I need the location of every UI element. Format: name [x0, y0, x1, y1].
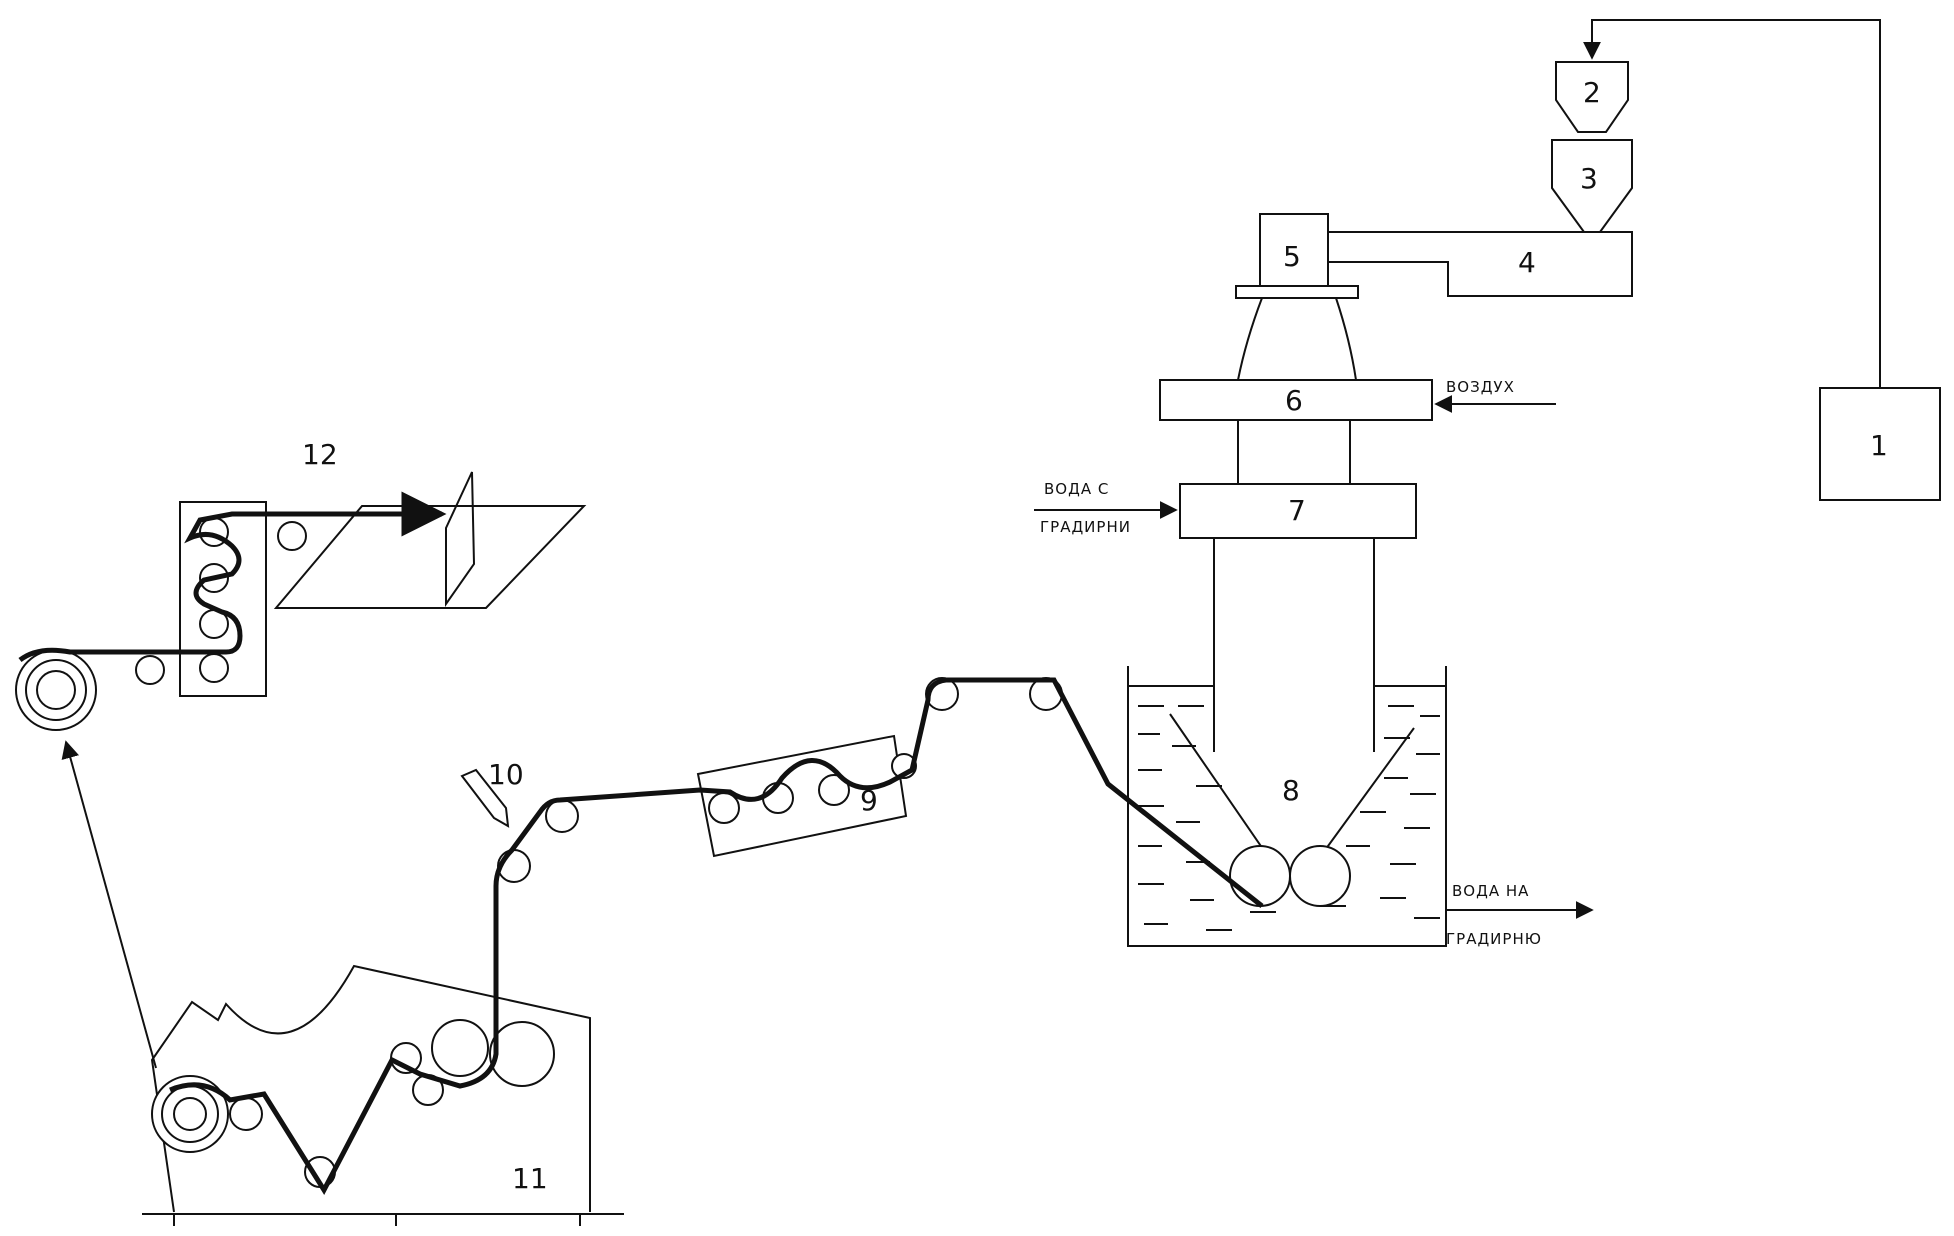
winder-big-roll-1	[431, 1019, 489, 1077]
feed-line-1-to-2	[1583, 19, 1881, 388]
hopper-2	[1555, 61, 1629, 133]
winder-11-roll-inner	[173, 1097, 207, 1131]
water-out-label-2: ГРАДИРНЮ	[1446, 930, 1542, 948]
transfer-arrow-11-to-final	[61, 740, 157, 1069]
unit-12-roll-6	[135, 655, 165, 685]
label-11: 11	[512, 1162, 548, 1195]
air-label: ВОЗДУХ	[1446, 378, 1515, 396]
extruder-4	[1327, 231, 1633, 297]
label-10: 10	[488, 758, 524, 791]
label-12: 12	[302, 438, 338, 471]
unit-12-roll-4	[199, 653, 229, 683]
bath-roll-left	[1229, 845, 1291, 907]
water-in-label-1: ВОДА С	[1044, 480, 1109, 498]
bath-roll-right	[1289, 845, 1351, 907]
label-1: 1	[1870, 429, 1888, 462]
bath-guide-v	[1169, 713, 1415, 869]
head-flange	[1235, 285, 1359, 299]
water-out-label-1: ВОДА НА	[1452, 882, 1529, 900]
label-8: 8	[1282, 774, 1300, 807]
unit-9-roll-3	[818, 774, 850, 806]
label-5: 5	[1283, 240, 1301, 273]
label-3: 3	[1580, 162, 1598, 195]
winder-small-roll-1	[229, 1097, 263, 1131]
winder-11-housing	[150, 964, 591, 1213]
label-6: 6	[1285, 384, 1303, 417]
unit-12-roll-5	[277, 521, 307, 551]
water-hatching	[1138, 705, 1440, 931]
label-9: 9	[860, 784, 878, 817]
film-web-to-final	[18, 491, 447, 663]
unit-9-box	[696, 734, 908, 858]
cooling-ring-7	[1179, 483, 1417, 539]
unit-12-blade	[445, 471, 476, 608]
unit-10-nozzle	[460, 768, 510, 828]
column-cone	[1237, 297, 1357, 381]
unit-1-box	[1819, 387, 1941, 501]
water-in-label-2: ГРАДИРНИ	[1040, 518, 1131, 536]
unit-12-table	[273, 505, 587, 609]
label-4: 4	[1518, 246, 1536, 279]
film-web-main	[169, 677, 1264, 1196]
label-2: 2	[1583, 76, 1601, 109]
cooling-ring-6	[1159, 379, 1433, 421]
final-roll-inner	[36, 670, 76, 710]
water-bath-8	[1127, 666, 1447, 947]
label-7: 7	[1288, 494, 1306, 527]
winder-big-roll-2	[489, 1021, 555, 1087]
